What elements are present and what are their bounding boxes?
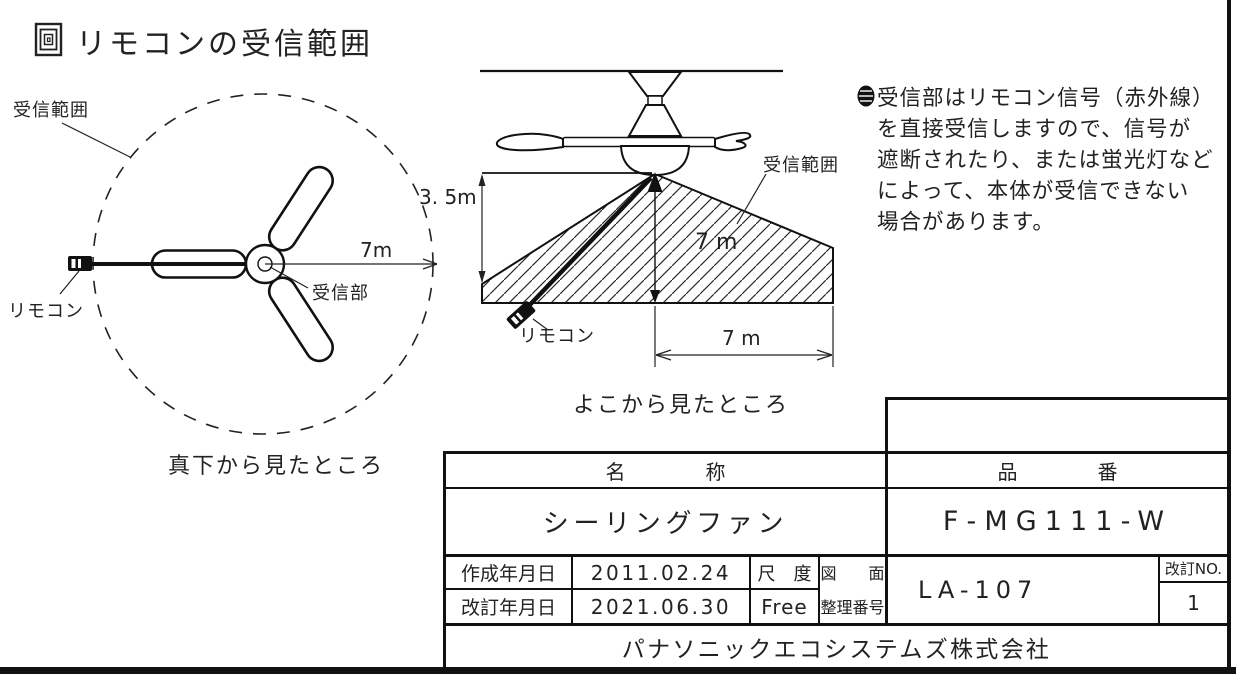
scale-value-cell: Free (761, 594, 808, 619)
page-title: リモコンの受信範囲 (76, 27, 373, 62)
grid-line (749, 554, 751, 626)
note-bullet-icon (857, 85, 875, 107)
side-view-caption: よこから見たところ (573, 393, 790, 418)
part-header-cell: 品 番 (997, 460, 1118, 484)
scale-label-cell: 尺 度 (757, 563, 812, 585)
company-cell: パナソニックエコシステムズ株式会社 (621, 636, 1052, 663)
drawing-label-line2: 整理番号 (820, 598, 885, 617)
grid-line (885, 397, 888, 626)
side-view-width-dim: 7 m (722, 326, 761, 350)
grid-line (443, 451, 446, 668)
grid-line (443, 554, 1230, 557)
page-border-bottom (0, 667, 1236, 674)
remote-icon-top (68, 256, 92, 271)
top-view-diagram (59, 93, 438, 435)
top-view-remote-label: リモコン (8, 301, 84, 322)
grid-line (1158, 554, 1160, 626)
grid-line (443, 451, 1230, 454)
grid-line (443, 623, 1230, 626)
ceiling-fan-side (495, 71, 752, 177)
remote-leader (59, 270, 80, 295)
apex-arrowhead (647, 172, 663, 192)
created-value-cell: 2011.02.24 (590, 560, 732, 585)
page-border-right (1227, 0, 1231, 674)
remote-beam-side (521, 176, 653, 314)
side-view-vertical-dim: 7 m (695, 230, 738, 255)
fan-blades-top (150, 165, 334, 363)
revised-label-cell: 改訂年月日 (460, 597, 556, 619)
spiral-square-icon (34, 22, 63, 57)
created-label-cell: 作成年月日 (460, 563, 556, 585)
top-view-range-label: 受信範囲 (13, 100, 89, 121)
receiver-leader (269, 266, 309, 289)
name-value-cell: シーリングファン (542, 509, 789, 539)
top-view-receiver-label: 受信部 (312, 283, 369, 304)
top-view-radius-dim: 7m (360, 238, 393, 262)
revision-label-cell: 改訂NO. (1164, 560, 1223, 578)
note-text: 受信部はリモコン信号（赤外線） を直接受信しますので、信号が 遮断されたり、また… (877, 86, 1215, 235)
drawing-label-line1: 図 面 (820, 564, 885, 583)
side-view-range-label: 受信範囲 (763, 155, 839, 176)
revised-value-cell: 2021.06.30 (590, 594, 732, 619)
range-leader-side (736, 173, 767, 225)
name-header-cell: 名 称 (605, 460, 726, 484)
top-view-caption: 真下から見たところ (168, 454, 385, 479)
revision-value-cell: 1 (1187, 591, 1200, 615)
side-view-remote-label: リモコン (519, 326, 595, 347)
grid-line (885, 397, 1230, 400)
range-leader (61, 122, 131, 158)
reception-range-region (481, 172, 834, 304)
grid-line (443, 487, 1230, 489)
remote-icon-side (506, 301, 536, 329)
grid-line (571, 554, 573, 626)
grid-line (443, 588, 818, 590)
grid-line (818, 554, 820, 626)
grid-line (1158, 581, 1230, 583)
part-value-cell: F-MG111-W (942, 506, 1173, 537)
remote-leader-side (532, 318, 549, 331)
drawing-value-cell: LA-107 (918, 576, 1039, 604)
side-view-height-dim: 3. 5m (419, 185, 477, 209)
side-view-diagram (478, 69, 834, 367)
